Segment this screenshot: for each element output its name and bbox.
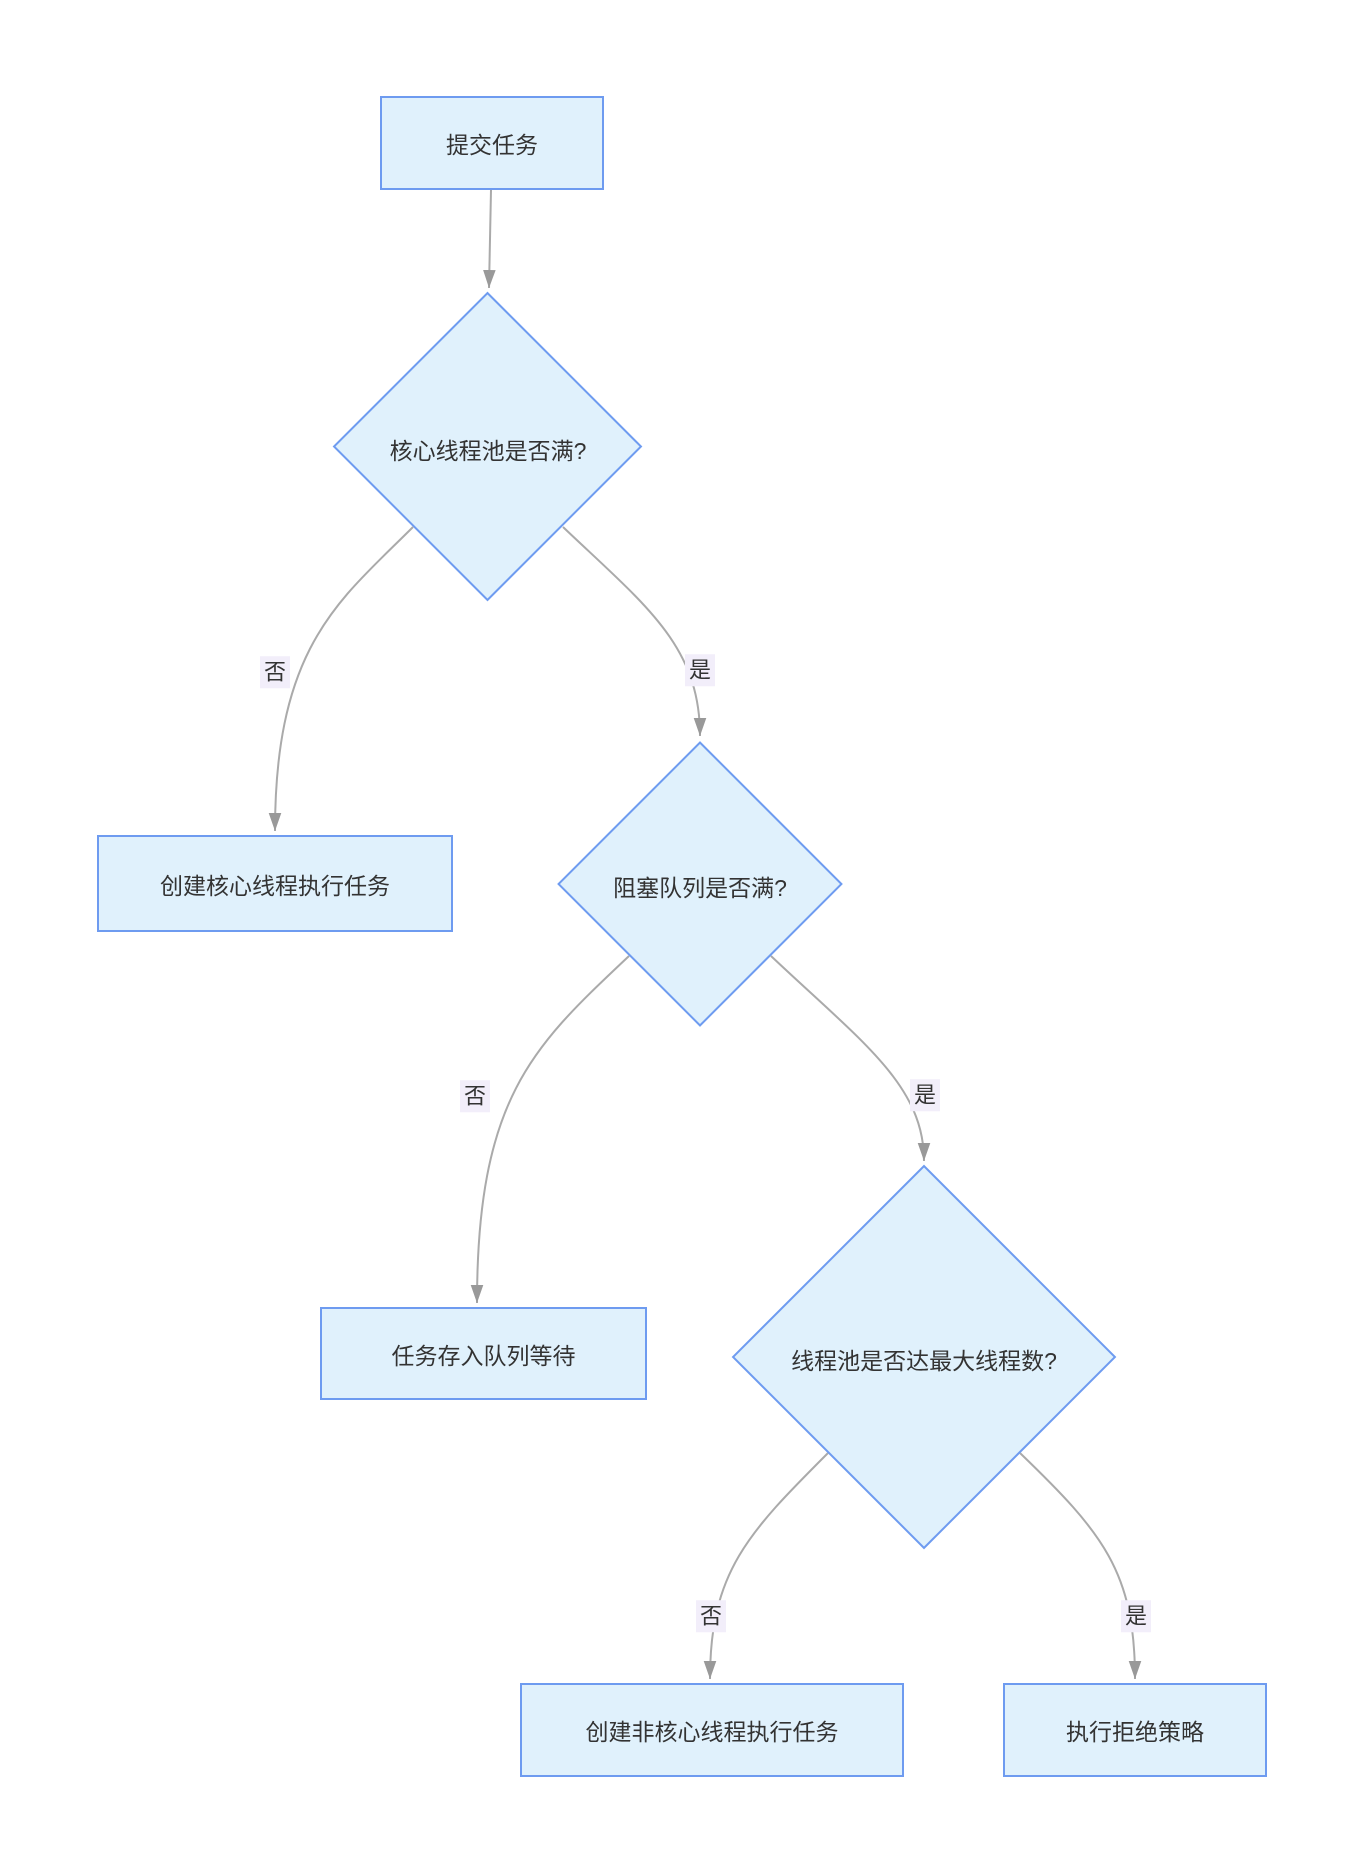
decision-core-pool-full-label: 核心线程池是否满? bbox=[389, 438, 587, 464]
node-enqueue-task: 任务存入队列等待 bbox=[320, 1307, 647, 1400]
decision-queue-full-label: 阻塞队列是否满? bbox=[613, 875, 787, 901]
edge-queuefull-no bbox=[470, 955, 630, 1304]
edge-corefull-yes bbox=[562, 526, 707, 737]
edge-label-maxthreads-no: 否 bbox=[695, 1600, 727, 1632]
edge-submit-to-corefull bbox=[483, 189, 496, 289]
edge-maxthreads-no bbox=[703, 1452, 829, 1680]
edge-maxthreads-yes bbox=[1019, 1452, 1142, 1680]
edge-label-corefull-yes: 是 bbox=[684, 654, 716, 686]
edge-label-queuefull-no: 否 bbox=[459, 1080, 491, 1112]
node-create-noncore-thread: 创建非核心线程执行任务 bbox=[520, 1683, 904, 1777]
edge-queuefull-yes bbox=[770, 955, 931, 1162]
edge-corefull-no bbox=[268, 526, 414, 832]
edge-label-maxthreads-yes: 是 bbox=[1120, 1600, 1152, 1632]
node-reject-policy: 执行拒绝策略 bbox=[1003, 1683, 1267, 1777]
decision-max-threads-label: 线程池是否达最大线程数? bbox=[791, 1348, 1057, 1374]
node-submit-task: 提交任务 bbox=[380, 96, 604, 190]
edge-label-corefull-no: 否 bbox=[259, 656, 291, 688]
edge-label-queuefull-yes: 是 bbox=[909, 1079, 941, 1111]
node-create-core-thread: 创建核心线程执行任务 bbox=[97, 835, 453, 932]
